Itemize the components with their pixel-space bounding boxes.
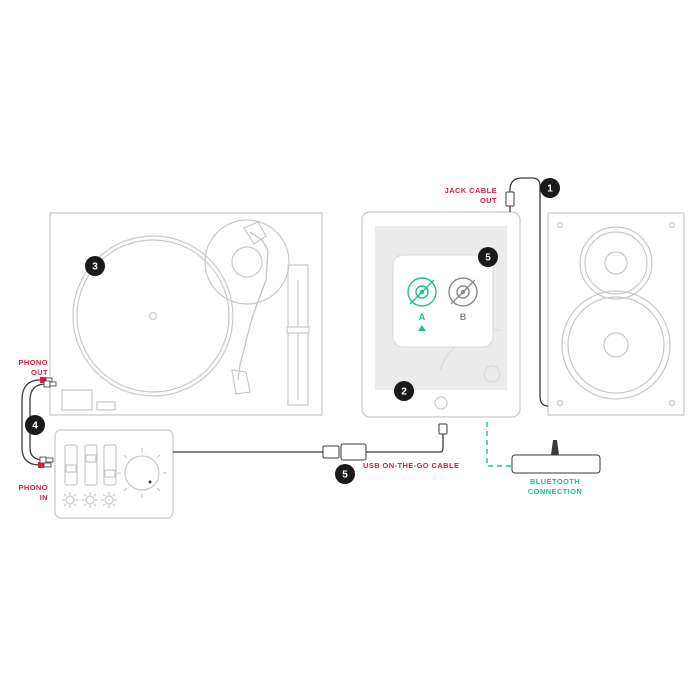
- turntable-platter: [72, 235, 234, 397]
- label-usb-otg: USB ON-THE-GO CABLE: [363, 461, 459, 470]
- speaker: [547, 212, 685, 416]
- label-bluetooth-1: BLUETOOTH: [530, 477, 580, 486]
- rca-cable-left: [21, 379, 41, 466]
- svg-text:1: 1: [547, 184, 553, 195]
- usb-otg-adapter: [322, 423, 448, 461]
- svg-text:5: 5: [342, 470, 348, 481]
- label-bluetooth-2: CONNECTION: [528, 487, 582, 496]
- jack-cable: [509, 177, 549, 407]
- home-button-icon[interactable]: [434, 396, 448, 410]
- label-phono-in-2: IN: [40, 493, 48, 502]
- label-phono-in-1: PHONO: [18, 483, 48, 492]
- bluetooth-receiver: [511, 454, 601, 474]
- turntable: [49, 212, 323, 416]
- deck-b-icon[interactable]: [448, 277, 478, 307]
- label-jack-out: OUT: [480, 196, 497, 205]
- mixer-gain-knobs[interactable]: [62, 492, 117, 508]
- label-jack-cable: JACK CABLE: [445, 186, 497, 195]
- svg-text:5: 5: [485, 253, 491, 264]
- speaker-tweeter: [579, 226, 653, 300]
- svg-text:2: 2: [401, 387, 407, 398]
- speaker-woofer: [561, 290, 671, 400]
- mixer-volume-knob[interactable]: [117, 448, 167, 498]
- tonearm: [237, 231, 269, 381]
- bluetooth-link: [486, 422, 601, 474]
- rca-plugs-in: [38, 456, 54, 468]
- mixer: [54, 429, 174, 519]
- badge-5-app: 5: [478, 247, 498, 267]
- label-phono-out-1: PHONO: [18, 358, 48, 367]
- jack-plug: [505, 191, 515, 212]
- deck-a-icon[interactable]: [407, 277, 437, 307]
- badge-2: 2: [394, 381, 414, 401]
- svg-text:4: 4: [32, 421, 38, 432]
- label-phono-out-2: OUT: [31, 368, 48, 377]
- deck-a-selected-indicator: [418, 325, 426, 331]
- app-card: A B: [392, 254, 494, 348]
- badge-1: 1: [540, 178, 560, 198]
- svg-text:3: 3: [92, 262, 98, 273]
- deck-b-label: B: [460, 312, 467, 322]
- pitch-slider-track: [287, 264, 309, 406]
- deck-a-label: A: [419, 312, 426, 322]
- rca-plugs-out: [40, 377, 57, 388]
- badge-5-usb: 5: [335, 464, 355, 484]
- badge-3: 3: [85, 256, 105, 276]
- badge-4: 4: [25, 415, 45, 435]
